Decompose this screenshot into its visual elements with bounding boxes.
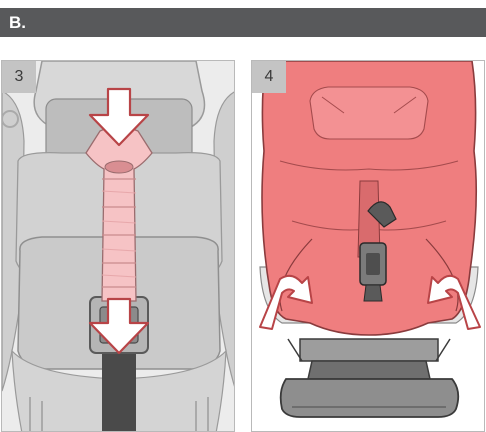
step-4-illustration	[252, 61, 484, 431]
step-4-panel: 4	[251, 60, 485, 432]
section-header: B.	[0, 8, 486, 37]
step-3-panel: 3	[1, 60, 235, 432]
step-3-badge: 3	[2, 61, 36, 93]
step-4-number: 4	[264, 68, 274, 85]
section-label: B.	[9, 13, 26, 32]
up-arrow-icon	[259, 274, 313, 330]
step-3-illustration	[2, 61, 234, 431]
base-foot-upper	[307, 360, 431, 380]
down-arrow-icon	[88, 297, 150, 355]
down-arrow-icon	[88, 87, 150, 147]
step-3-number: 3	[14, 68, 24, 85]
base-foot	[279, 378, 460, 418]
step-4-badge: 4	[252, 61, 286, 93]
up-arrow-icon	[427, 274, 481, 330]
